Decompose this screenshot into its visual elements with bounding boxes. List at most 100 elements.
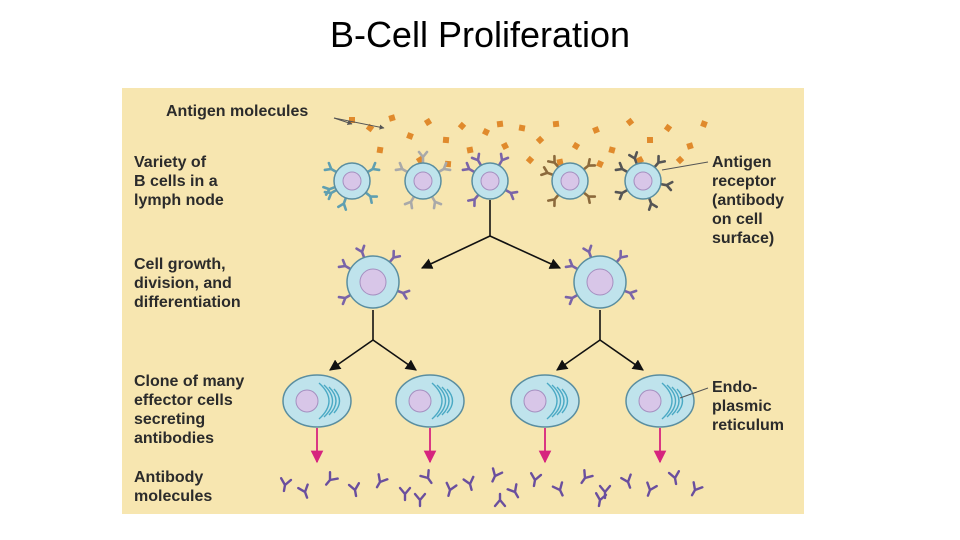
arrows-group	[310, 117, 709, 464]
label-clone-effector-cells: Clone of many effector cells secreting a…	[134, 373, 245, 447]
antigen-molecule	[500, 141, 510, 151]
antibody-shape	[529, 472, 543, 488]
antigen-molecule	[376, 146, 384, 154]
pointer-antigen	[333, 117, 385, 130]
antigen-receptor	[355, 244, 366, 259]
label-variety-of-b-cells: Variety of B cells in a lymph node	[134, 154, 224, 209]
cell-nucleus	[480, 171, 500, 191]
receptor-shape	[337, 196, 348, 211]
receptor-shape	[582, 157, 597, 171]
antibody-molecule	[529, 472, 543, 488]
antigen-molecule	[686, 142, 694, 150]
antibody-shape	[445, 481, 458, 497]
antibody-molecule	[667, 470, 681, 486]
endoplasmic-reticulum-fold	[431, 382, 443, 420]
antigen-molecule	[625, 117, 635, 127]
endoplasmic-reticulum-fold	[676, 388, 684, 414]
b-cell-variety	[540, 154, 597, 208]
branch-arrow-right	[372, 339, 417, 371]
antibody-shape	[506, 483, 520, 499]
b-cell-dividing	[337, 244, 411, 309]
cell-nucleus	[342, 171, 362, 191]
receptor-shape	[615, 249, 629, 264]
antigen-molecule	[423, 117, 433, 127]
b-cell-variety	[614, 151, 674, 211]
cells-group	[282, 150, 695, 428]
antigen-molecule	[571, 141, 581, 151]
antigen-molecule	[535, 135, 545, 145]
receptor-shape	[653, 154, 667, 169]
antibody-shape	[646, 481, 658, 497]
antigen-molecule	[608, 146, 616, 154]
antigen-receptor	[417, 150, 429, 165]
antigen-receptor	[396, 289, 411, 300]
antibody-shape	[419, 469, 433, 485]
cell-nucleus	[408, 389, 432, 413]
receptor-shape	[628, 151, 639, 166]
branch-arrow-left	[420, 235, 491, 269]
receptor-shape	[403, 195, 416, 210]
antibody-molecule	[419, 469, 433, 485]
antibody-shape	[667, 470, 681, 486]
antibody-molecule	[375, 473, 389, 489]
antigen-molecule	[552, 120, 560, 128]
b-cell-variety	[322, 161, 381, 211]
antigen-receptor	[466, 193, 480, 208]
antigen-receptor	[647, 196, 658, 211]
receptor-shape	[546, 193, 560, 208]
antigen-receptor	[614, 188, 629, 201]
antigen-molecule	[646, 136, 654, 144]
antigen-molecule	[349, 117, 355, 123]
endoplasmic-reticulum-fold	[671, 386, 680, 416]
effector-cell	[395, 374, 465, 428]
antigen-receptor	[403, 195, 416, 210]
endoplasmic-reticulum-fold	[561, 388, 569, 414]
receptor-shape	[582, 191, 597, 205]
receptor-shape	[614, 188, 629, 201]
branch-arrow-left	[329, 339, 374, 371]
antigen-receptor	[497, 152, 510, 167]
antigen-molecule	[442, 136, 450, 144]
antigen-molecule	[481, 127, 491, 137]
antibody-molecule	[491, 467, 504, 483]
antigen-receptor	[615, 249, 629, 264]
receptor-shape	[582, 244, 593, 259]
effector-cell	[625, 374, 695, 428]
receptor-shape	[323, 161, 338, 174]
antibody-shape	[620, 473, 632, 489]
endoplasmic-reticulum-fold	[318, 382, 330, 420]
branch-arrow-right	[599, 339, 644, 371]
b-cell-variety	[394, 150, 452, 210]
antigen-molecules-group	[349, 114, 708, 168]
antibody-shape	[690, 481, 704, 497]
effector-cell	[510, 374, 580, 428]
pointer-endoplasmic-reticulum	[679, 387, 709, 399]
antigen-receptor	[504, 188, 519, 201]
antigen-receptor	[659, 180, 674, 192]
antigen-receptor	[564, 293, 579, 306]
receptor-shape	[355, 244, 366, 259]
antibody-shape	[375, 473, 389, 489]
cell-nucleus	[586, 268, 614, 296]
antibody-molecule	[594, 492, 608, 508]
endoplasmic-reticulum-fold	[328, 386, 337, 416]
receptor-shape	[647, 196, 658, 211]
receptor-shape	[470, 152, 483, 167]
antigen-receptor	[546, 154, 560, 169]
antibody-molecule	[445, 481, 458, 497]
antibody-shape	[493, 492, 507, 508]
cell-nucleus	[413, 171, 433, 191]
antigen-receptor	[546, 193, 560, 208]
effector-cell	[282, 374, 352, 428]
receptor-shape	[504, 188, 519, 201]
antigen-receptor	[461, 161, 476, 174]
antibody-shape	[580, 469, 594, 485]
antibody-shape	[491, 467, 504, 483]
antibody-shape	[297, 483, 309, 499]
antibody-shape	[413, 492, 427, 508]
endoplasmic-reticulum-fold	[556, 386, 565, 416]
antibody-shape	[324, 470, 339, 486]
receptor-shape	[394, 161, 409, 174]
antibody-molecule	[646, 481, 658, 497]
antigen-receptor	[388, 249, 402, 264]
